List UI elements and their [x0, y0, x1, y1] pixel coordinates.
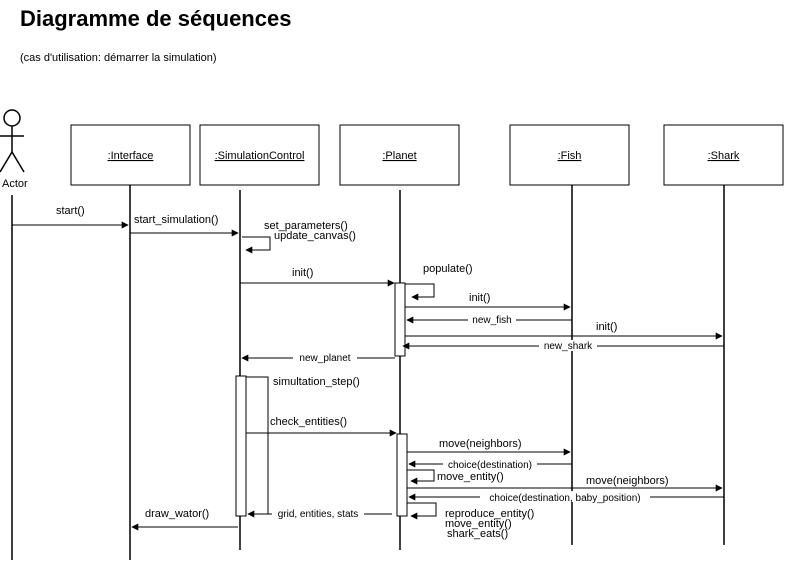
message-label: move_entity()	[437, 471, 504, 483]
message-label: shark_eats()	[447, 528, 508, 540]
actor-figure	[0, 109, 25, 173]
message-label: populate()	[423, 263, 473, 275]
message-label: set_parameters()	[264, 220, 348, 232]
message-label: move_entity()	[445, 518, 512, 530]
message-label: draw_wator()	[145, 508, 209, 520]
participant-label: :Interface	[108, 150, 154, 162]
participant-planet: :Planet	[339, 124, 460, 186]
activation-planet-2	[396, 433, 408, 517]
message-self-simulation-step	[246, 376, 269, 518]
diagram-subtitle: (cas d'utilisation: démarrer la simulati…	[20, 52, 217, 64]
participant-fish: :Fish	[509, 124, 630, 186]
message-label: grid, entities, stats	[278, 509, 359, 520]
message-label: init()	[292, 267, 313, 279]
message-label: new_shark	[544, 341, 593, 352]
message-label: move(neighbors)	[586, 475, 669, 487]
message-label: choice(destination, baby_position)	[489, 493, 640, 504]
participant-label: :Planet	[382, 150, 416, 162]
participant-simulationcontrol: :SimulationControl	[199, 124, 320, 186]
message-label: start()	[56, 205, 85, 217]
message-label: check_entities()	[270, 416, 347, 428]
participant-shark: :Shark	[663, 124, 784, 186]
message-label: move(neighbors)	[439, 438, 522, 450]
activation-simulationcontrol	[235, 375, 247, 517]
message-label: choice(destination)	[448, 460, 532, 471]
participant-label: :SimulationControl	[215, 150, 305, 162]
participant-interface: :Interface	[70, 124, 191, 186]
message-label: start_simulation()	[134, 214, 218, 226]
message-self-reproduce	[407, 502, 437, 520]
participant-label: :Fish	[558, 150, 582, 162]
message-label: update_canvas()	[274, 230, 356, 242]
actor-label: Actor	[2, 178, 28, 190]
message-label: init()	[469, 292, 490, 304]
message-label: init()	[596, 321, 617, 333]
message-label: new_planet	[299, 353, 350, 364]
message-self-move-entity	[407, 469, 435, 485]
message-self-set-parameters	[242, 236, 271, 254]
message-label: simultation_step()	[273, 376, 360, 388]
message-self-populate	[405, 283, 435, 301]
activation-planet-1	[394, 282, 406, 357]
diagram-title: Diagramme de séquences	[20, 6, 292, 31]
message-label: reproduce_entity()	[445, 508, 534, 520]
participant-label: :Shark	[708, 150, 740, 162]
message-label: new_fish	[472, 315, 511, 326]
